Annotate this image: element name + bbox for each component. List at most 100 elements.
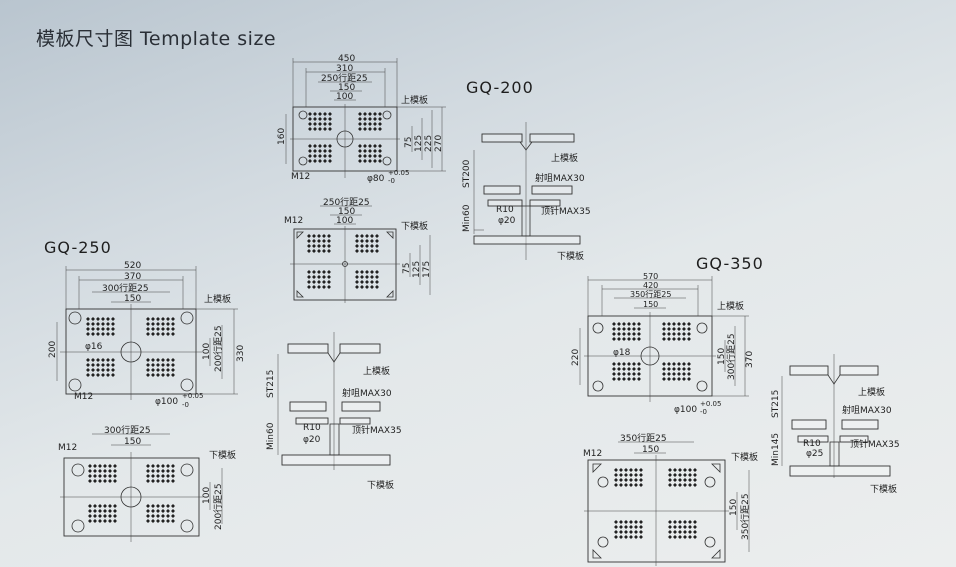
bolt-hole-mark [363,127,367,131]
bolt-hole-mark [171,327,175,331]
bolt-hole-mark [151,368,155,372]
bolt-hole-mark [108,474,112,478]
bolt-hole-mark [96,363,100,367]
bolt-hole-mark [612,377,616,381]
bolt-hole-mark [101,363,105,367]
bolt-hole-mark [171,509,175,513]
bolt-hole-mark [617,372,621,376]
bolt-hole-mark [358,112,362,116]
bolt-hole-mark [328,122,332,126]
bolt-hole-mark [98,514,102,518]
bolt-hole-mark [106,373,110,377]
bolt-hole-mark [373,127,377,131]
bolt-hole-mark [637,327,641,331]
bolt-hole-mark [624,530,628,534]
bolt-hole-mark [612,367,616,371]
bolt-hole-mark [355,275,359,279]
bolt-hole-mark [373,117,377,121]
bolt-hole-mark [662,367,666,371]
gq350-upper-h2: 370 [745,351,755,368]
gq350-upper-w1: 420 [643,281,658,290]
gq350-upper-left-h: 220 [571,349,581,366]
bolt-hole-mark [313,159,317,163]
gq350-upper-center: φ18 [613,348,631,358]
bolt-hole-mark [629,535,633,539]
bolt-hole-mark [111,373,115,377]
bolt-hole-mark [171,368,175,372]
bolt-hole-mark [328,117,332,121]
bolt-hole-mark [677,367,681,371]
bolt-hole-mark [375,280,379,284]
bolt-hole-mark [355,234,359,238]
bolt-hole-mark [614,478,618,482]
bolt-hole-mark [368,112,372,116]
gq350-side-hole: φ25 [806,449,823,459]
bolt-hole-mark [368,122,372,126]
bolt-hole-mark [662,377,666,381]
bolt-hole-mark [88,474,92,478]
bolt-hole-mark [682,337,686,341]
bolt-hole-mark [86,332,90,336]
bolt-hole-mark [318,122,322,126]
bolt-hole-mark [363,144,367,148]
bolt-hole-mark [370,270,374,274]
gq250-upper-center: φ16 [85,342,103,352]
bolt-hole-mark [98,504,102,508]
bolt-hole-mark [363,154,367,158]
bolt-hole-mark [156,322,160,326]
bolt-hole-mark [88,504,92,508]
bolt-hole-mark [86,358,90,362]
gq350-upper-ring-tol-bottom: -0 [700,408,707,416]
bolt-hole-mark [146,504,150,508]
bolt-hole-mark [662,332,666,336]
bolt-hole-mark [619,525,623,529]
bolt-hole-mark [313,149,317,153]
bolt-hole-mark [108,479,112,483]
bolt-hole-mark [93,464,97,468]
gq250-upper-w2: 300行距25 [102,282,149,294]
bolt-hole-mark [103,469,107,473]
bolt-hole-mark [166,464,170,468]
bolt-hole-mark [161,514,165,518]
gq200-upper-h1: 125 [414,135,424,152]
bolt-hole-mark [634,535,638,539]
bolt-hole-mark [355,280,359,284]
bolt-hole-mark [318,154,322,158]
gq200-lower-h2: 175 [422,261,432,278]
bolt-hole-mark [612,337,616,341]
bolt-hole-mark [317,280,321,284]
bolt-hole-mark [113,519,117,523]
gq350-side-upper-label: 上模板 [858,386,885,398]
bolt-hole-mark [693,478,697,482]
gq350-upper-label: 上模板 [717,300,744,312]
bolt-hole-mark [673,478,677,482]
bolt-hole-mark [322,249,326,253]
bolt-hole-mark [86,373,90,377]
bolt-hole-mark [629,473,633,477]
bolt-hole-mark [166,373,170,377]
bolt-hole-mark [323,149,327,153]
bolt-hole-mark [612,362,616,366]
bolt-hole-mark [308,122,312,126]
bolt-hole-mark [617,322,621,326]
bolt-hole-mark [98,474,102,478]
bolt-hole-mark [355,285,359,289]
bolt-hole-mark [632,367,636,371]
bolt-hole-mark [624,468,628,472]
bolt-hole-mark [317,275,321,279]
bolt-hole-mark [156,373,160,377]
bolt-hole-mark [668,468,672,472]
gq250-lower-w1: 150 [124,437,141,447]
bolt-hole-mark [639,468,643,472]
bolt-hole-mark [111,358,115,362]
bolt-hole-mark [632,337,636,341]
gq200-upper-bolt: M12 [291,172,310,182]
bolt-hole-mark [667,367,671,371]
bolt-hole-mark [368,149,372,153]
bolt-hole-mark [166,504,170,508]
bolt-hole-mark [86,322,90,326]
bolt-hole-mark [156,368,160,372]
bolt-hole-mark [166,363,170,367]
bolt-hole-mark [627,322,631,326]
bolt-hole-mark [637,332,641,336]
